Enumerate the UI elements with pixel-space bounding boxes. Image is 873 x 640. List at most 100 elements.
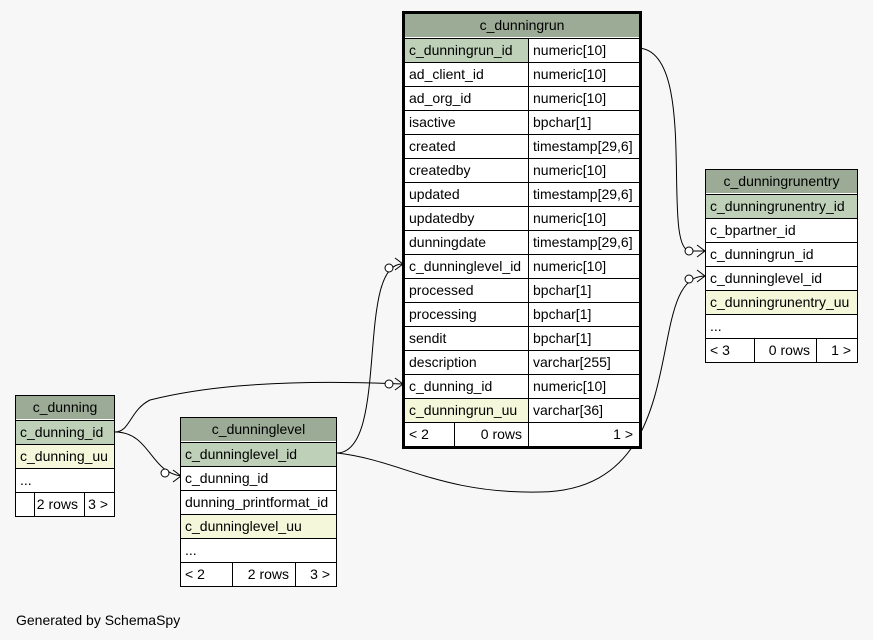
optional-circle-level-dunning [160, 468, 170, 478]
column-name: processing [409, 306, 477, 322]
edge-dunningrun-to-dunning [114, 381, 404, 433]
column-row: created timestamp[29,6] [405, 134, 639, 158]
children-count: 1 > [831, 342, 851, 358]
column-row: c_dunningrunentry_uu [706, 290, 857, 314]
column-name: c_dunningrunentry_uu [706, 291, 857, 314]
optional-circle-runentry-level [684, 274, 694, 284]
generated-by-footer: Generated by SchemaSpy [16, 612, 181, 628]
column-row: c_dunninglevel_uu [181, 514, 336, 538]
column-row: c_dunning_id [181, 466, 336, 490]
column-name: dunning_printformat_id [185, 494, 329, 510]
edge-dunningrun-to-dunninglevel [336, 263, 404, 454]
column-row: c_dunninglevel_id [181, 442, 336, 466]
table-footer: < 3 0 rows 1 > [706, 338, 857, 362]
column-row: sendit bpchar[1] [405, 326, 639, 350]
row-count: 2 rows [247, 566, 289, 582]
column-type: numeric[10] [533, 42, 607, 58]
column-name: c_dunningrunentry_id [706, 195, 857, 218]
parents-count: < 2 [185, 566, 205, 582]
column-name: c_dunning_uu [16, 445, 114, 468]
column-row: c_bpartner_id [706, 218, 857, 242]
column-row: ... [706, 314, 857, 338]
column-type: numeric[10] [533, 258, 607, 274]
table-title: c_dunning [16, 396, 114, 419]
column-name: c_dunning_id [16, 421, 114, 444]
table-header: c_dunningrunentry [706, 170, 857, 194]
column-row: updatedby numeric[10] [405, 206, 639, 230]
column-type: bpchar[1] [533, 306, 592, 322]
column-name: createdby [409, 162, 471, 178]
column-row: createdby numeric[10] [405, 158, 639, 182]
column-row: ... [181, 538, 336, 562]
column-row: dunning_printformat_id [181, 490, 336, 514]
table-title: c_dunningrun [405, 14, 639, 37]
children-count: 1 > [613, 426, 633, 442]
column-name: ... [185, 542, 197, 558]
column-type: numeric[10] [533, 378, 607, 394]
column-row: ... [16, 468, 114, 492]
column-name: c_dunninglevel_id [710, 270, 823, 286]
column-name: c_dunninglevel_id [181, 443, 336, 466]
children-count: 3 > [88, 496, 108, 512]
row-count: 0 rows [768, 342, 810, 358]
column-name: description [409, 354, 477, 370]
column-name: c_dunningrun_uu [405, 399, 528, 422]
column-row: c_dunningrunentry_id [706, 194, 857, 218]
column-row: updated timestamp[29,6] [405, 182, 639, 206]
column-row: c_dunning_uu [16, 444, 114, 468]
column-row: c_dunningrun_uu varchar[36] [405, 398, 639, 422]
column-type: timestamp[29,6] [533, 234, 633, 250]
column-name: ... [710, 318, 722, 334]
table-footer: < 2 0 rows 1 > [405, 422, 639, 446]
column-name: created [409, 138, 456, 154]
column-name: processed [409, 282, 474, 298]
column-type: bpchar[1] [533, 330, 592, 346]
optional-circle-run-dunning [384, 379, 394, 389]
column-row: description varchar[255] [405, 350, 639, 374]
column-type: varchar[255] [533, 354, 611, 370]
column-type: numeric[10] [533, 210, 607, 226]
column-name: isactive [409, 114, 456, 130]
column-type: numeric[10] [533, 90, 607, 106]
table-header: c_dunning [16, 396, 114, 420]
column-name: c_dunning_id [185, 470, 269, 486]
column-type: timestamp[29,6] [533, 138, 633, 154]
row-count: 0 rows [480, 426, 522, 442]
column-row: processing bpchar[1] [405, 302, 639, 326]
column-type: varchar[36] [533, 402, 604, 418]
column-row: c_dunning_id numeric[10] [405, 374, 639, 398]
column-name: sendit [409, 330, 447, 346]
table-header: c_dunninglevel [181, 418, 336, 442]
column-name: c_dunning_id [409, 378, 493, 394]
optional-circle-runentry-run [684, 246, 694, 256]
parents-count: < 2 [409, 426, 429, 442]
column-name: updated [409, 186, 460, 202]
column-type: numeric[10] [533, 162, 607, 178]
parents-count: < 3 [710, 342, 730, 358]
column-type: timestamp[29,6] [533, 186, 633, 202]
column-row: processed bpchar[1] [405, 278, 639, 302]
column-type: bpchar[1] [533, 114, 592, 130]
column-name: c_bpartner_id [710, 222, 796, 238]
column-name: dunningdate [409, 234, 487, 250]
column-name: c_dunningrun_id [710, 246, 814, 262]
table-title: c_dunningrunentry [706, 170, 857, 193]
edge-runentry-to-dunninglevel [336, 275, 706, 493]
edge-dunninglevel-to-dunning [114, 431, 182, 477]
column-name: c_dunninglevel_id [409, 258, 522, 274]
column-name: ad_client_id [409, 66, 484, 82]
column-name: updatedby [409, 210, 475, 226]
row-count: 2 rows [36, 496, 78, 512]
column-name: c_dunninglevel_uu [181, 515, 336, 538]
column-row: c_dunninglevel_id numeric[10] [405, 254, 639, 278]
column-row: c_dunninglevel_id [706, 266, 857, 290]
column-row: isactive bpchar[1] [405, 110, 639, 134]
column-type: bpchar[1] [533, 282, 592, 298]
